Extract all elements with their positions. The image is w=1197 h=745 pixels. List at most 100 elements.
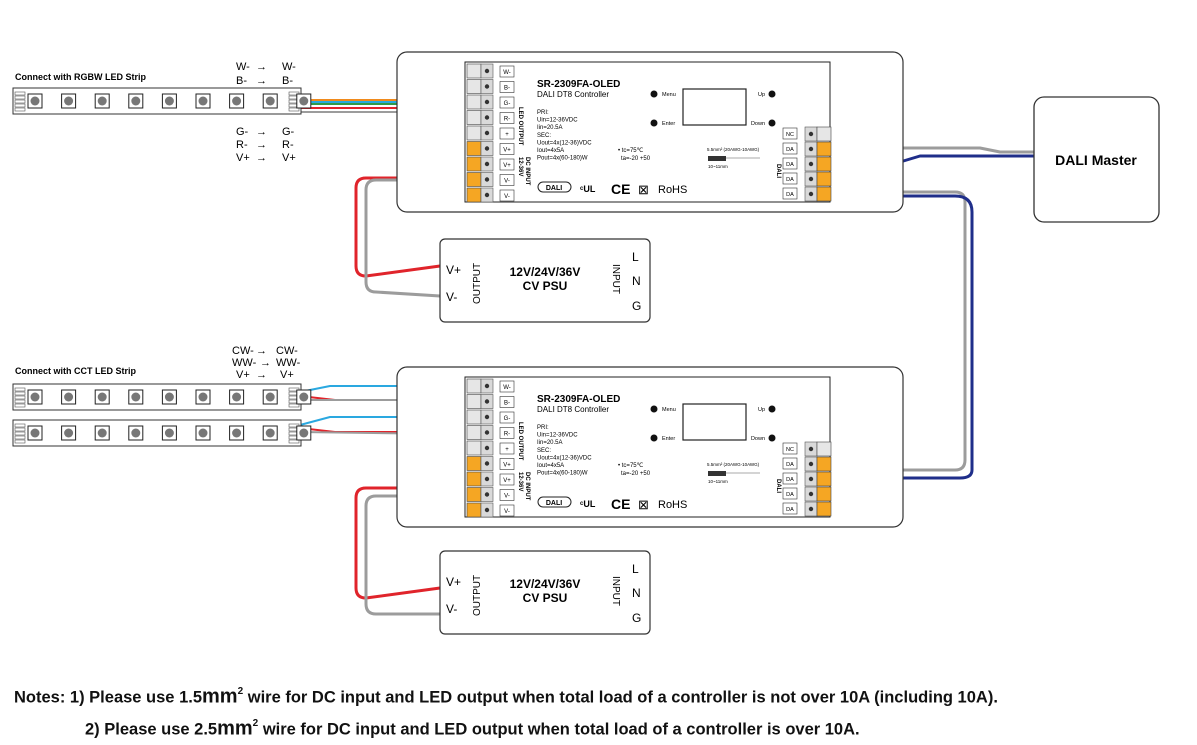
wire-psu1-vminus (364, 178, 472, 298)
terminal-label-box (499, 411, 515, 424)
strip-pad (14, 439, 26, 444)
oled-display (682, 403, 747, 441)
menu-button (650, 405, 658, 413)
terminal-label-box (499, 396, 515, 408)
cct-label-v-to: V+ (280, 369, 294, 381)
led-dot (64, 428, 74, 438)
rgbw-upper-labels: W- → W- B- → B- (236, 61, 296, 87)
up-button (768, 405, 776, 413)
psu-title: 12V/24V/36V (510, 265, 581, 279)
terminal-label: G- (504, 416, 511, 422)
arrow-icon: → (256, 139, 267, 151)
led-dot (30, 392, 40, 402)
terminal-label-box (499, 112, 515, 124)
note-1-sup: 2 (237, 686, 244, 697)
weee-bin-icon: ⊠ (638, 182, 649, 197)
terminal-dot (808, 161, 814, 167)
led-dot (232, 96, 242, 106)
down-button-label: Down (751, 436, 765, 442)
controller-spec: Pout=4x(60-180)W (537, 471, 588, 477)
strip-pad (14, 403, 26, 408)
dali-terminal-label-box (782, 172, 798, 185)
cct-label-cw-from: CW- (232, 345, 254, 357)
strip-pad (14, 391, 26, 396)
dali-terminal-label-box (782, 157, 798, 170)
temp-tc: • tc=75℃ (618, 148, 644, 154)
dali-terminal-label-box (782, 442, 798, 455)
strip-pad (288, 439, 300, 444)
terminal-label: G- (504, 101, 511, 107)
led-dot (30, 96, 40, 106)
terminal-label: R- (504, 432, 510, 438)
up-button-label: Up (758, 92, 765, 98)
controller-spec: Uout=4x(12-36)VDC (537, 140, 592, 146)
terminal-screw (466, 440, 482, 456)
terminal-label: V+ (503, 478, 511, 484)
terminal-label-box (499, 380, 515, 393)
controller-subtitle: DALI DT8 Controller (537, 405, 609, 414)
note-2: 2) Please use 2.5mm2 wire for DC input a… (14, 712, 1194, 744)
rgbw-label-w-to: W- (282, 61, 296, 73)
terminal-dot (808, 476, 814, 482)
psu-g: G (632, 611, 641, 625)
terminal-label-box (499, 127, 515, 140)
down-button-label: Down (751, 121, 765, 127)
controller-model: SR-2309FA-OLED (537, 79, 620, 90)
terminal-dot (808, 176, 814, 182)
terminal-dot (484, 492, 490, 497)
wire-note-2: 10~11mm (708, 479, 728, 484)
dali-terminal-screw (816, 456, 832, 472)
controller-spec: SEC: (537, 133, 551, 139)
terminal-label: B- (504, 401, 510, 407)
terminal-dot (484, 161, 490, 167)
terminal-dot (484, 146, 490, 151)
led-dot (131, 96, 141, 106)
controller-panel (464, 61, 831, 203)
psu-output-label: OUTPUT (472, 263, 483, 304)
dali-master-label: DALI Master (1055, 152, 1137, 168)
controller-spec: PRI: (537, 425, 549, 431)
strip-pad (14, 103, 26, 108)
cct-section: Connect with CCT LED Strip CW- → CW- WW-… (12, 345, 312, 447)
terminal-screw (466, 94, 482, 110)
psu-subtitle: CV PSU (523, 279, 568, 293)
wire-strip-icon (708, 471, 726, 476)
terminal-dot (808, 491, 814, 497)
controller-panel (464, 376, 831, 518)
wire-dali-chain-gray (828, 178, 967, 472)
strip-pad (14, 95, 26, 100)
terminal-label-box (499, 143, 515, 155)
led-dot (131, 428, 141, 438)
terminal-label-box (499, 489, 515, 501)
rgbw-section: Connect with RGBW LED Strip W- → W- B- →… (12, 61, 312, 164)
terminal-label: R- (504, 117, 510, 123)
cct-label-cw-to: CW- (276, 345, 298, 357)
terminal-dot (484, 430, 490, 435)
ul-icon: ᶜUL (580, 184, 596, 194)
led-dot (265, 96, 275, 106)
wire-dali-chain-blue (828, 194, 974, 480)
psu-l: L (632, 250, 639, 264)
terminal-screw (466, 409, 482, 425)
terminal-label-box (499, 158, 515, 171)
psu-vminus: V- (446, 602, 457, 616)
rgbw-label-b-to: B- (282, 75, 293, 87)
dali-terminal-screw (816, 471, 832, 487)
psu-vplus: V+ (446, 575, 461, 589)
terminal-screw (466, 378, 482, 394)
rgbw-label-b-from: B- (236, 75, 247, 87)
cct-label-v-from: V+ (236, 369, 250, 381)
up-button-label: Up (758, 407, 765, 413)
led-dot (198, 392, 208, 402)
terminal-label: V- (504, 494, 510, 500)
dc-input-label: DC INPUT (524, 157, 530, 186)
psu-g: G (632, 299, 641, 313)
led-output-label: LED OUTPUT (517, 107, 523, 146)
led-dot (299, 392, 309, 402)
menu-button (650, 90, 658, 98)
rgbw-led-strip (12, 87, 312, 115)
terminal-dot (808, 191, 814, 197)
